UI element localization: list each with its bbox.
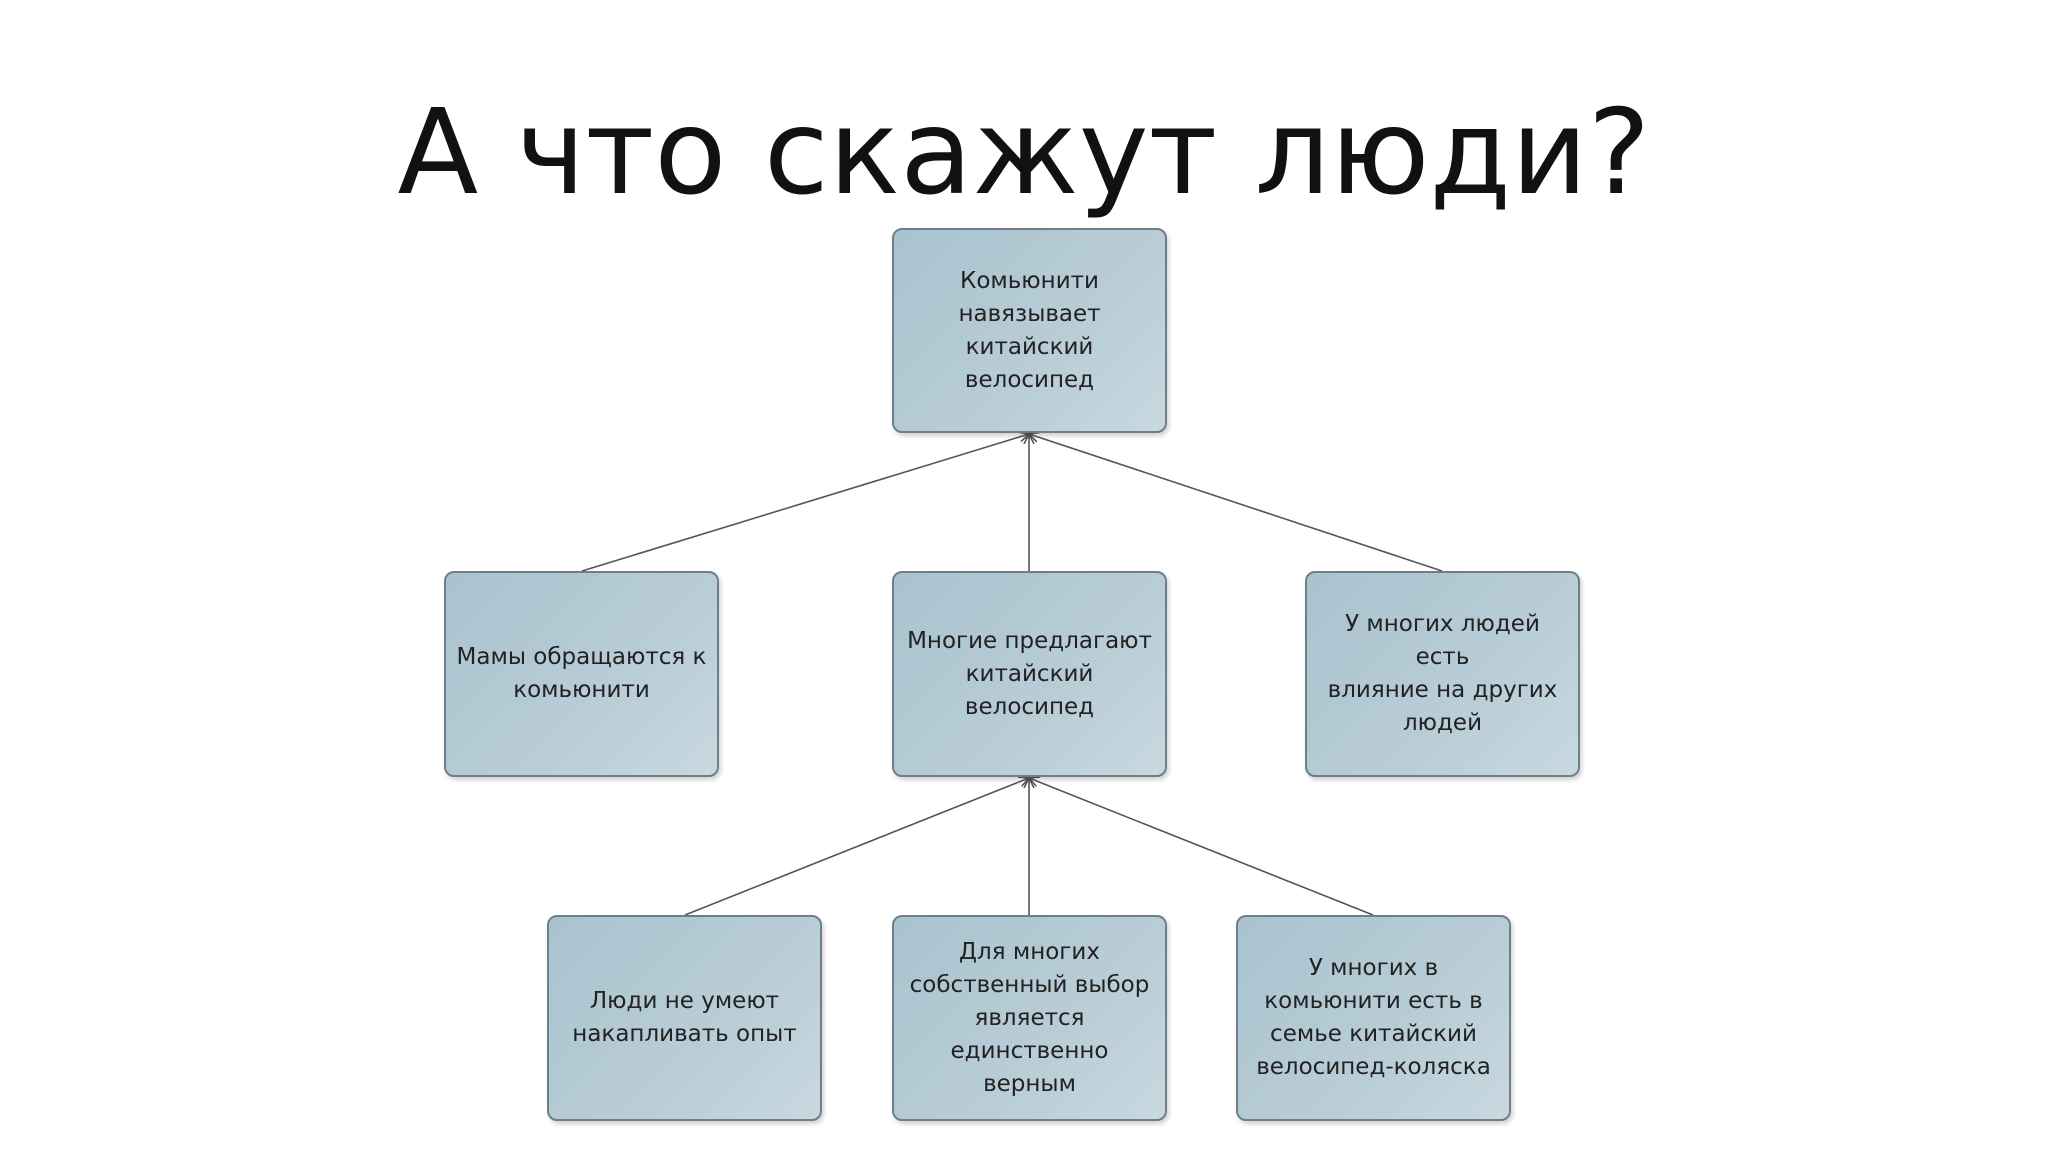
connector-mid-r-to-root — [1029, 434, 1443, 572]
slide-title: А что скажут люди? — [397, 83, 1651, 221]
node-level2-left: Мамы обращаются к комьюнити — [444, 571, 719, 777]
connector-bot-l-to-mid-c — [684, 778, 1029, 916]
node-level3-left: Люди не умеют накапливать опыт — [547, 915, 822, 1121]
connector-mid-l-to-root — [581, 434, 1029, 572]
connector-bot-r-to-mid-c — [1029, 778, 1374, 916]
node-level3-center: Для многих собственный выбор является ед… — [892, 915, 1167, 1121]
node-level3-right: У многих в комьюнити есть в семье китайс… — [1236, 915, 1511, 1121]
node-root: Комьюнити навязывает китайский велосипед — [892, 228, 1167, 433]
node-level2-center: Многие предлагают китайский велосипед — [892, 571, 1167, 777]
node-level2-right: У многих людей есть влияние на других лю… — [1305, 571, 1580, 777]
